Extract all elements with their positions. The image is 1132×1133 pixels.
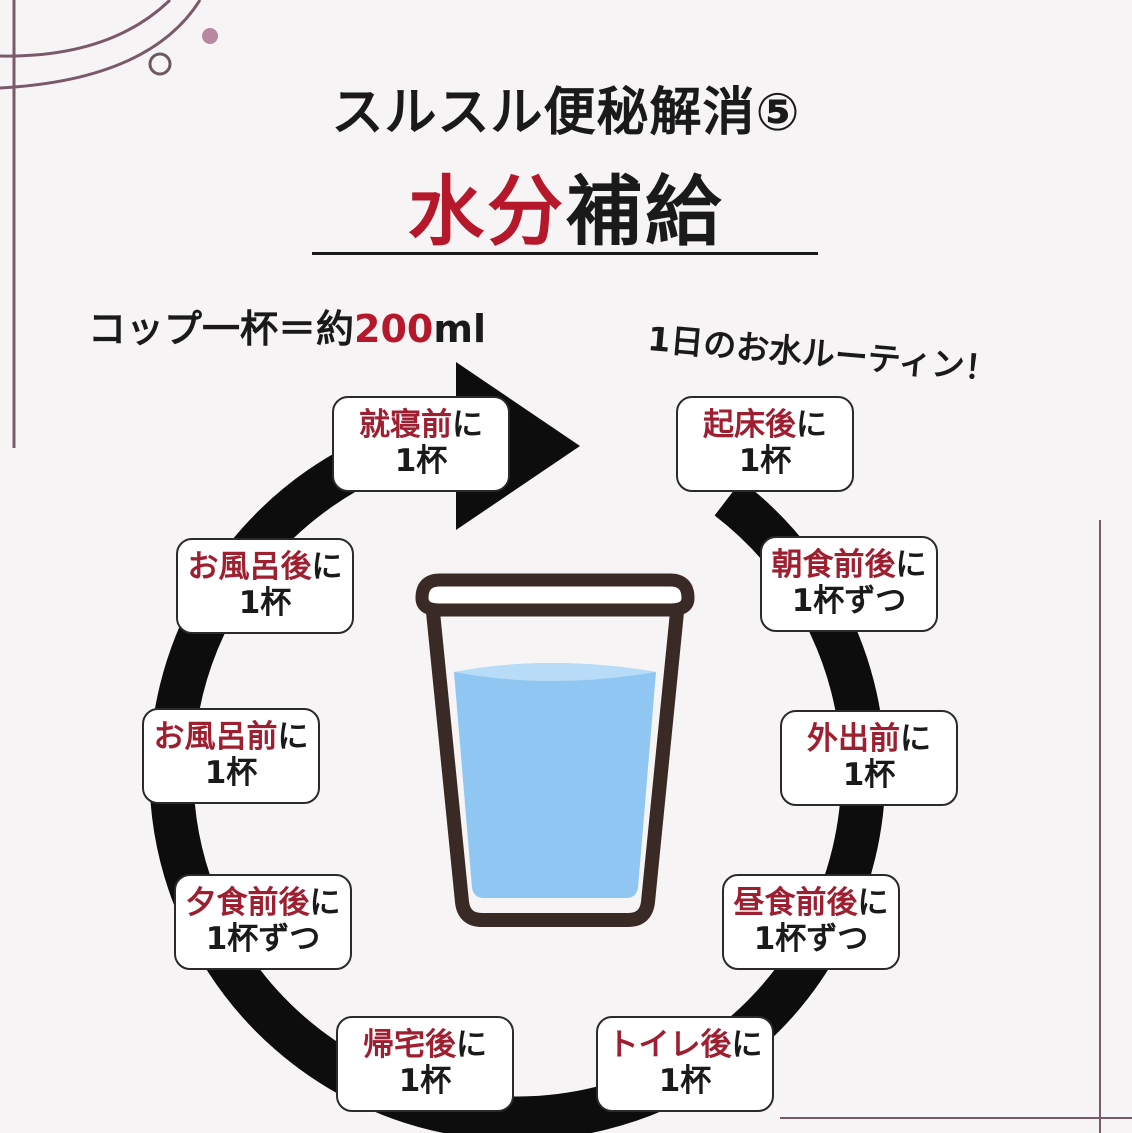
card-after-toilet: トイレ後に 1杯	[596, 1016, 774, 1112]
card-before-bath: お風呂前に 1杯	[142, 708, 320, 804]
title-line-1: スルスル便秘解消⑤	[331, 83, 801, 143]
card-before-going-out: 外出前に 1杯	[780, 710, 958, 806]
cup-note-amount: 200	[354, 307, 434, 351]
card-after-returning-home: 帰宅後に 1杯	[336, 1016, 514, 1112]
cup-note-prefix: コップ一杯＝約	[88, 307, 355, 351]
title-line-2: 水分補給	[0, 150, 1132, 260]
glass-of-water-icon	[415, 573, 695, 927]
card-after-bath: お風呂後に 1杯	[176, 538, 354, 634]
card-dinner: 夕食前後に 1杯ずつ	[174, 874, 352, 970]
card-before-bed: 就寝前に 1杯	[332, 396, 510, 492]
title-rest: 補給	[566, 167, 724, 256]
card-after-waking: 起床後に 1杯	[676, 396, 854, 492]
title-divider	[312, 252, 818, 255]
card-lunch: 昼食前後に 1杯ずつ	[722, 874, 900, 970]
card-breakfast: 朝食前後に 1杯ずつ	[760, 536, 938, 632]
cup-note-unit: ml	[433, 307, 486, 351]
title-accent: 水分	[408, 167, 566, 256]
cup-note: コップ一杯＝約200ml	[88, 298, 486, 353]
